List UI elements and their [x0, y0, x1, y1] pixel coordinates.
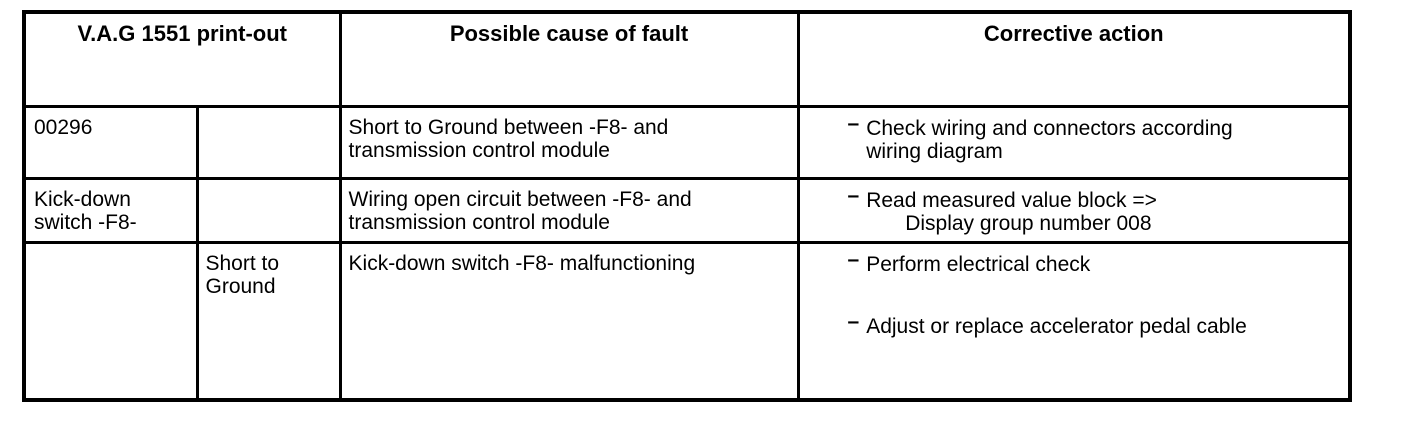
- header-row: V.A.G 1551 print-out Possible cause of f…: [22, 10, 1352, 108]
- header-printout-label: V.A.G 1551 print-out: [77, 21, 287, 46]
- action-line: Adjust or replace accelerator pedal cabl…: [866, 314, 1247, 338]
- fault-label: switch -F8-: [34, 210, 137, 234]
- action-item: – Check wiring and connectors according …: [848, 112, 1345, 163]
- fault-label: Kick-down: [34, 187, 131, 211]
- header-printout: V.A.G 1551 print-out: [22, 10, 342, 108]
- dash-bullet: –: [847, 247, 860, 271]
- cell-fault-code: 00296: [22, 104, 199, 180]
- header-cause: Possible cause of fault: [338, 10, 800, 108]
- action-item: – Perform electrical check: [848, 248, 1345, 276]
- action-line: wiring diagram: [866, 139, 1003, 163]
- action-text: Check wiring and connectors according wi…: [866, 117, 1233, 163]
- cell-fault-condition: [195, 176, 342, 244]
- fault-code-table: V.A.G 1551 print-out Possible cause of f…: [22, 10, 1353, 402]
- cell-cause: Short to Ground between -F8- and transmi…: [338, 104, 800, 180]
- action-text: Read measured value block => Display gro…: [866, 189, 1157, 235]
- action-item: – Adjust or replace accelerator pedal ca…: [848, 310, 1345, 338]
- condition-text: Short to: [205, 251, 280, 275]
- cell-action: – Check wiring and connectors according …: [796, 104, 1352, 180]
- condition-text: Ground: [205, 274, 276, 298]
- cell-action: – Read measured value block => Display g…: [796, 176, 1352, 244]
- dash-bullet: –: [847, 309, 860, 333]
- cell-cause: Wiring open circuit between -F8- and tra…: [338, 176, 800, 244]
- header-cause-label: Possible cause of fault: [449, 21, 689, 46]
- cause-text: transmission control module: [348, 210, 610, 234]
- table-row: 00296 Short to Ground between -F8- and t…: [22, 104, 1352, 180]
- action-line: Perform electrical check: [866, 252, 1091, 276]
- cause-text: Short to Ground between -F8- and: [348, 115, 669, 139]
- cell-fault-code: Kick-down switch -F8-: [22, 176, 199, 244]
- cell-action: – Perform electrical check – Adjust or r…: [796, 240, 1352, 402]
- action-item: – Read measured value block => Display g…: [848, 184, 1345, 235]
- cell-fault-condition: [195, 104, 342, 180]
- cell-cause: Kick-down switch -F8- malfunctioning: [338, 240, 800, 402]
- action-line: Check wiring and connectors according: [866, 116, 1233, 140]
- action-text: Adjust or replace accelerator pedal cabl…: [866, 315, 1247, 338]
- header-action-label: Corrective action: [983, 21, 1164, 46]
- table-row: Short to Ground Kick-down switch -F8- ma…: [22, 240, 1352, 402]
- action-text: Perform electrical check: [866, 253, 1090, 276]
- fault-code: 00296: [34, 115, 93, 139]
- action-line: Read measured value block =>: [866, 188, 1157, 212]
- cell-fault-code: [22, 240, 199, 402]
- dash-bullet: –: [847, 111, 860, 135]
- cause-text: transmission control module: [348, 138, 610, 162]
- cell-fault-condition: Short to Ground: [195, 240, 342, 402]
- action-line: Display group number 008: [905, 211, 1152, 235]
- table-row: Kick-down switch -F8- Wiring open circui…: [22, 176, 1352, 244]
- cause-text: Kick-down switch -F8- malfunctioning: [348, 251, 696, 275]
- header-action: Corrective action: [796, 10, 1352, 108]
- dash-bullet: –: [847, 183, 860, 207]
- cause-text: Wiring open circuit between -F8- and: [348, 187, 692, 211]
